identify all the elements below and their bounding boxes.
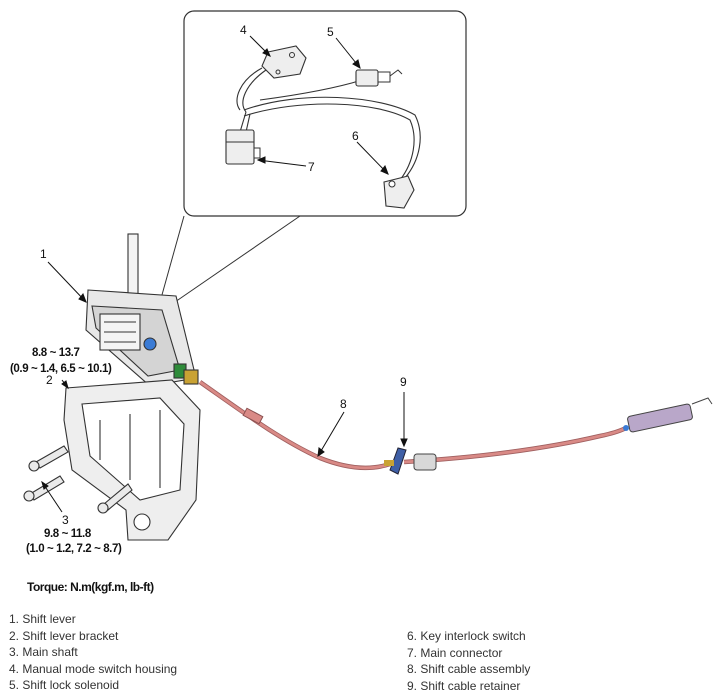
torque-upper-units: (0.9 ~ 1.4, 6.5 ~ 10.1) [10, 363, 112, 375]
callout-4: 4 [240, 23, 247, 37]
legend-item: 4. Manual mode switch housing [9, 661, 178, 676]
shift-lock-solenoid [355, 69, 403, 87]
mounting-bolts [23, 445, 133, 514]
main-connector [225, 129, 261, 165]
shift-cable-assembly [198, 380, 713, 471]
legend-item: 3. Main shaft [9, 645, 78, 660]
legend-item: 7. Main connector [407, 645, 503, 660]
callout-6: 6 [352, 129, 359, 143]
callout-5: 5 [327, 25, 334, 39]
inset-leader-lines [249, 35, 389, 175]
key-interlock-switch [383, 175, 415, 209]
legend-left-column: 1. Shift lever 2. Shift lever bracket 3.… [9, 611, 177, 694]
legend-item: 2. Shift lever bracket [9, 628, 119, 643]
legend-item: 5. Shift lock solenoid [9, 678, 120, 693]
shift-lever-exploded-diagram: 1 2 3 4 5 6 7 8 9 8.8 ~ 13.7 (0.9 ~ 1.4,… [10, 10, 713, 555]
callout-1: 1 [40, 247, 47, 261]
callout-2: 2 [46, 373, 53, 387]
torque-upper-value: 8.8 ~ 13.7 [32, 347, 79, 359]
shift-cable-retainer [384, 447, 407, 475]
detail-inset [159, 10, 467, 303]
legend-item: 6. Key interlock switch [407, 629, 526, 643]
callout-8: 8 [340, 397, 347, 411]
manual-mode-switch-housing [261, 45, 307, 79]
torque-lower-value: 9.8 ~ 11.8 [44, 528, 92, 540]
torque-caption: Torque: N.m(kgf.m, lb-ft) [27, 580, 154, 594]
legend-item: 1. Shift lever [9, 612, 76, 626]
wire-harness [236, 67, 421, 181]
legend-right-column: 6. Key interlock switch 7. Main connecto… [407, 628, 530, 694]
callout-7: 7 [308, 160, 315, 174]
legend-item: 9. Shift cable retainer [407, 678, 521, 693]
legend-item: 8. Shift cable assembly [407, 662, 531, 677]
leader-lines [41, 261, 408, 513]
shift-lever [85, 233, 199, 387]
shift-lever-bracket [63, 379, 201, 541]
torque-lower-units: (1.0 ~ 1.2, 7.2 ~ 8.7) [26, 543, 122, 555]
callout-9: 9 [400, 375, 407, 389]
callout-3: 3 [62, 513, 69, 527]
